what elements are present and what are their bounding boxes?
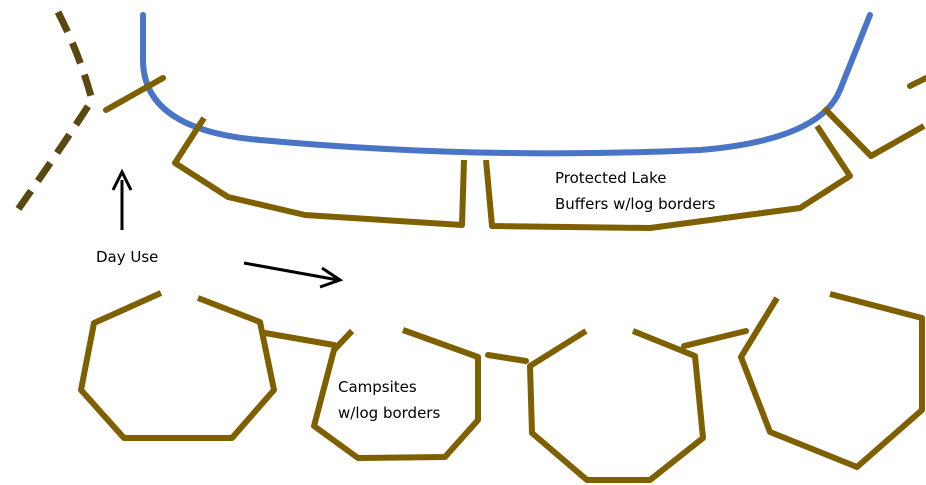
up-arrow-icon (111, 168, 133, 230)
connector-3-4 (681, 328, 749, 349)
lake-buffer-far-right (821, 105, 926, 159)
lake-buffer-left (172, 116, 467, 228)
connector-2-3 (485, 352, 529, 364)
lake-buffers-label-line-2: Buffers w/log borders (555, 195, 716, 213)
trail-spur (103, 75, 166, 113)
lake-buffer-right (483, 124, 853, 231)
campsites-label-line-2: w/log borders (338, 404, 441, 422)
campsites-label-line-1: Campsites (338, 378, 417, 396)
day-use-label: Day Use (96, 248, 159, 266)
campsites-label: Campsites w/log borders (338, 374, 440, 426)
lake-shoreline (140, 12, 873, 157)
lake-buffers-label-line-1: Protected Lake (555, 169, 667, 187)
connector-1-2 (262, 330, 337, 348)
lake-buffer-far-right-edge (907, 75, 926, 89)
lake-buffers-label: Protected Lake Buffers w/log borders (555, 165, 715, 217)
trail-dashed (9, 10, 96, 221)
campsite-3 (527, 328, 706, 483)
campsite-1 (78, 290, 277, 441)
campsite-2 (311, 327, 481, 461)
campsite-4 (738, 291, 925, 470)
right-arrow-icon (243, 261, 344, 289)
